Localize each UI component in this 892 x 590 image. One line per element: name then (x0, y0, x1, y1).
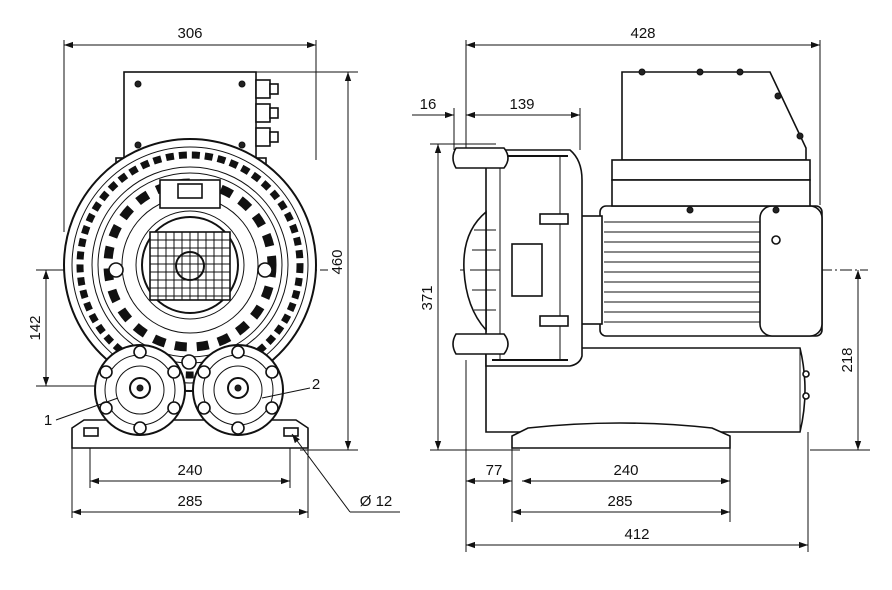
screw-icon (238, 80, 246, 88)
dim-218: 218 (839, 347, 856, 372)
dim-240-front: 240 (177, 462, 202, 479)
side-upper-port (452, 147, 509, 169)
callout-1: 1 (44, 412, 52, 429)
side-lower-port (452, 333, 509, 355)
dim-371: 371 (419, 285, 436, 310)
dim-240-side: 240 (613, 462, 638, 479)
dim-139: 139 (509, 96, 534, 113)
side-base-foot (511, 422, 731, 449)
dim-77: 77 (486, 462, 503, 479)
side-view: 428 16 139 371 218 (412, 25, 870, 552)
dim-412: 412 (624, 526, 649, 543)
boss-right (257, 262, 273, 278)
base-plate (71, 419, 309, 449)
dim-hole-diameter: Ø 12 (360, 493, 393, 510)
dim-285-side: 285 (607, 493, 632, 510)
dim-306: 306 (177, 25, 202, 42)
dim-428: 428 (630, 25, 655, 42)
screw-icon (134, 80, 142, 88)
screw-icon (238, 141, 246, 149)
boss-left (108, 262, 124, 278)
front-view: 306 460 142 (27, 25, 400, 518)
dim-460: 460 (329, 249, 346, 274)
callout-2: 2 (312, 376, 320, 393)
dim-142: 142 (27, 315, 44, 340)
screw-icon (134, 141, 142, 149)
dim-285-front: 285 (177, 493, 202, 510)
dim-16: 16 (420, 96, 437, 113)
side-terminal-box (621, 71, 807, 161)
